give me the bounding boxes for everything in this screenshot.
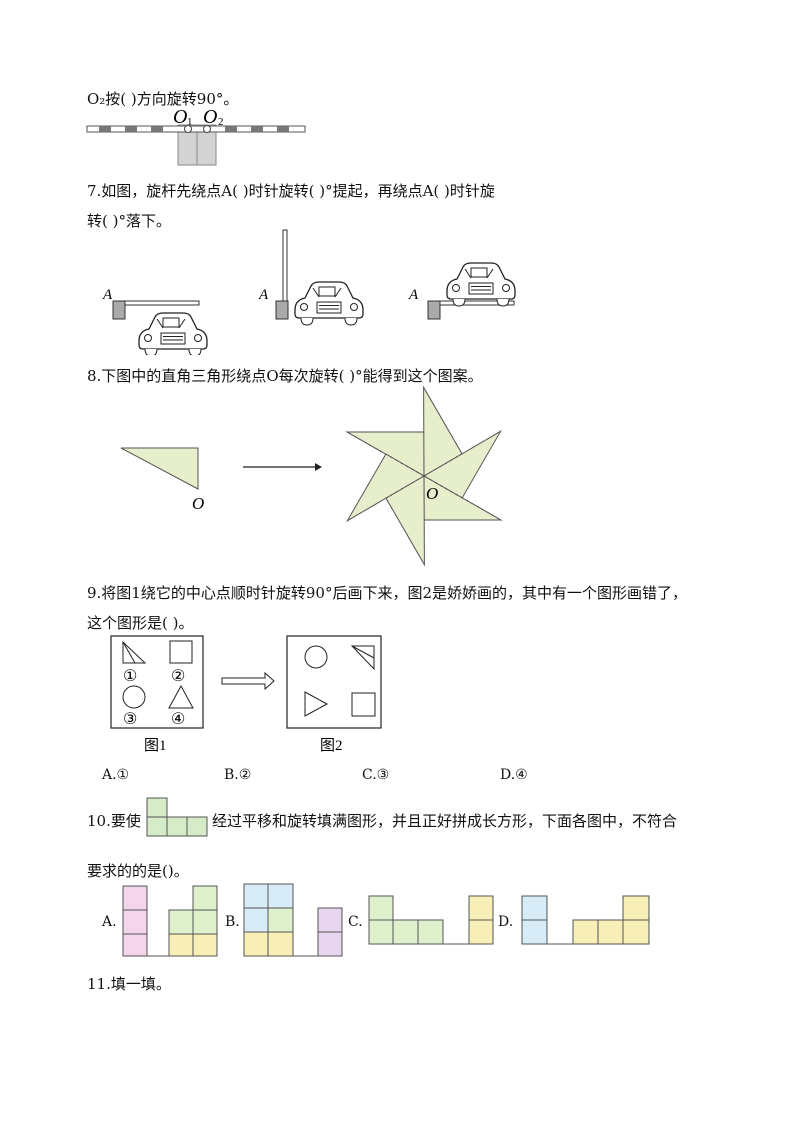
q6-text: O₂按( )方向旋转90°。 xyxy=(87,90,239,108)
fig2-square xyxy=(351,692,376,717)
q8-figure: O O xyxy=(120,385,503,567)
fig1-caption: 图1 xyxy=(144,737,167,754)
q7-line2: 转( )°落下。 xyxy=(87,212,171,230)
arrow-head xyxy=(315,463,322,471)
fig1-triangle xyxy=(168,684,194,709)
q9-option-a[interactable]: A.① xyxy=(102,767,130,783)
right-triangle xyxy=(120,447,199,490)
fig1-n4: ④ xyxy=(171,711,185,728)
q10-piece xyxy=(146,797,208,837)
gate-post-2 xyxy=(275,300,289,320)
fig2-circle xyxy=(304,645,328,669)
q10-fig-b xyxy=(243,883,343,957)
fig2-caption: 图2 xyxy=(320,737,343,754)
q9-figures: ① ② ③ ④ 图1 图2 xyxy=(110,635,382,754)
fig1-n3: ③ xyxy=(123,711,137,728)
label-a-1: A xyxy=(102,287,113,303)
label-o1-sub: 1 xyxy=(187,116,193,128)
q9-option-b[interactable]: B.② xyxy=(224,767,252,783)
car-1 xyxy=(138,312,208,355)
label-o2: O xyxy=(203,106,217,128)
gate-scene-1: A xyxy=(102,287,208,355)
gate-scene-2: A xyxy=(258,229,364,326)
fig1-triangle-inner xyxy=(122,641,136,664)
gate-scene-3: A xyxy=(408,262,516,320)
gate-post-3 xyxy=(427,300,441,320)
fig1-n1: ① xyxy=(123,668,137,685)
hollow-arrow xyxy=(221,671,275,691)
q10-fig-a xyxy=(122,885,218,957)
label-o-triangle: O xyxy=(192,494,204,513)
label-o2-sub: 2 xyxy=(218,116,224,128)
q10-option-b[interactable]: B. xyxy=(225,914,240,930)
fig2-triangle xyxy=(304,691,329,717)
q10-suffix: 经过平移和旋转填满图形，并且正好拼成长方形，下面各图中，不符合 xyxy=(212,812,678,830)
q6-barrier-figure: O 1 O 2 xyxy=(86,106,306,166)
label-o1: O xyxy=(173,106,187,128)
fig1-circle xyxy=(122,685,146,709)
q10-option-c[interactable]: C. xyxy=(348,914,363,930)
q11-text: 11.填一填。 xyxy=(87,975,171,993)
q10-option-d[interactable]: D. xyxy=(498,914,514,930)
pinwheel: O xyxy=(345,385,503,567)
barrier-arm xyxy=(86,125,306,133)
q10-prefix: 10.要使 xyxy=(87,812,141,830)
label-o-pinwheel: O xyxy=(426,484,438,503)
q8-text: 8.下图中的直角三角形绕点O每次旋转( )°能得到这个图案。 xyxy=(87,367,483,385)
car-2 xyxy=(294,281,364,326)
q9-option-d[interactable]: D.④ xyxy=(500,767,528,783)
q10-fig-d xyxy=(521,895,650,945)
q9-line1: 9.将图1绕它的中心点顺时针旋转90°后画下来，图2是娇娇画的，其中有一个图形画… xyxy=(87,584,687,602)
q7-line1: 7.如图，旋杆先绕点A( )时针旋转( )°提起，再绕点A( )时针旋 xyxy=(87,182,495,200)
fig1-triangle-right xyxy=(122,640,147,664)
q10-option-a[interactable]: A. xyxy=(102,914,117,930)
q9-line2: 这个图形是( )。 xyxy=(87,614,194,632)
gate-arm-3 xyxy=(439,300,515,306)
pivot-o1 xyxy=(184,125,192,133)
q9-option-c[interactable]: C.③ xyxy=(362,767,390,783)
barrier-stripes xyxy=(99,126,289,132)
label-a-3: A xyxy=(408,287,419,303)
car-3 xyxy=(446,262,516,307)
q7-gate-figures: A A A xyxy=(102,229,516,355)
fig1-n2: ② xyxy=(171,668,185,685)
gate-arm-1 xyxy=(124,300,200,306)
q10-line2: 要求的的是()。 xyxy=(87,862,189,880)
fig1-square xyxy=(169,640,193,664)
gate-arm-2 xyxy=(282,229,288,302)
pivot-o2 xyxy=(203,125,211,133)
label-a-2: A xyxy=(258,287,269,303)
gate-post-1 xyxy=(112,300,126,320)
q10-fig-c xyxy=(368,895,494,945)
q10-options-figures xyxy=(122,883,650,957)
fig2-triangle-inner xyxy=(351,645,375,659)
